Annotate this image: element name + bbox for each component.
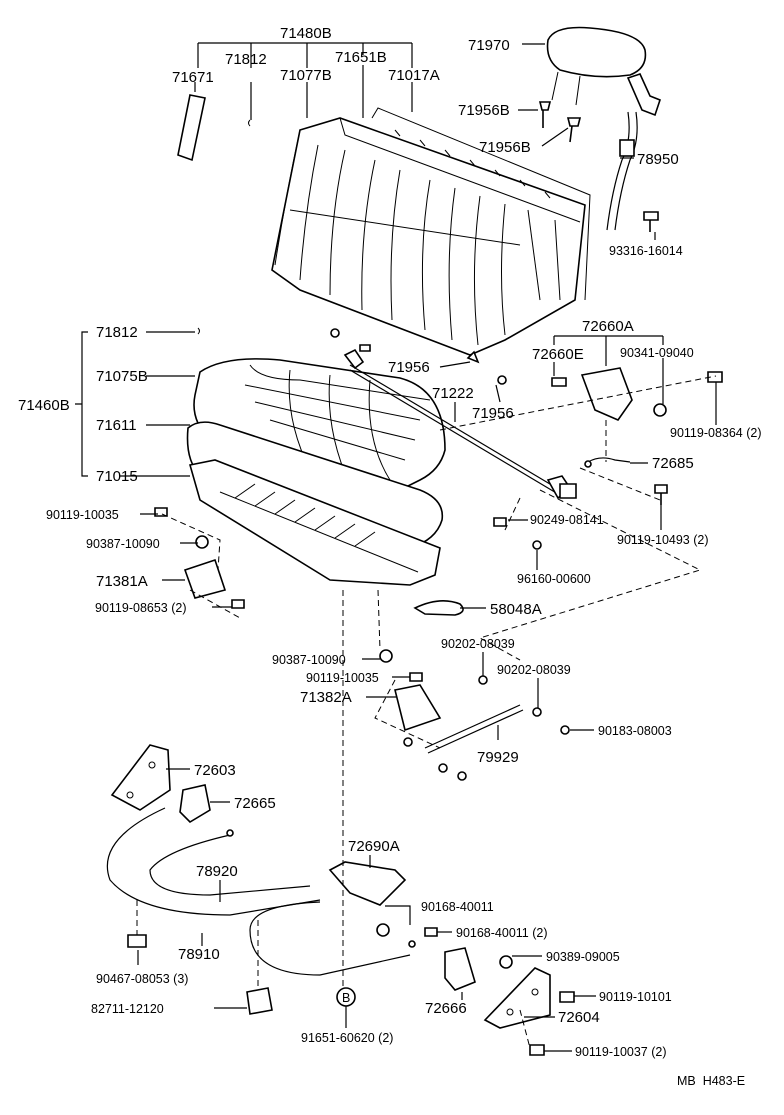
label-71611: 71611 xyxy=(96,417,137,434)
label-71382A: 71382A xyxy=(300,689,352,706)
label-90389-09005: 90389-09005 xyxy=(546,950,620,964)
bolt-93316 xyxy=(643,211,659,232)
seat-back xyxy=(271,107,591,356)
label-90119-10035-2: 90119-10035 xyxy=(306,671,379,685)
label-71017A: 71017A xyxy=(388,67,440,84)
label-71222: 71222 xyxy=(432,385,474,402)
label-71956-2: 71956 xyxy=(472,405,514,422)
leader-lines xyxy=(75,42,717,1052)
label-79929: 79929 xyxy=(477,749,519,766)
small-parts xyxy=(154,328,723,781)
label-B: B xyxy=(342,991,350,1005)
label-71381A: 71381A xyxy=(96,573,148,590)
label-71651B: 71651B xyxy=(335,49,387,66)
release-mechanism xyxy=(106,744,575,1056)
label-90341-09040: 90341-09040 xyxy=(620,346,694,360)
label-90168-40011-2: 90168-40011 (2) xyxy=(456,926,548,940)
label-71812-2: 71812 xyxy=(96,324,138,341)
label-90119-10035: 90119-10035 xyxy=(46,508,119,522)
clip-71812b xyxy=(197,327,200,335)
label-71075B: 71075B xyxy=(96,368,148,385)
label-90119-10493: 90119-10493 (2) xyxy=(617,533,709,547)
label-72660E: 72660E xyxy=(532,346,584,363)
label-96160-00600: 96160-00600 xyxy=(517,572,591,586)
label-90387-10090: 90387-10090 xyxy=(86,537,160,551)
label-72660A: 72660A xyxy=(582,318,634,335)
label-71956B-2: 71956B xyxy=(479,139,531,156)
cable-71222 xyxy=(343,348,577,500)
label-90183-08003: 90183-08003 xyxy=(598,724,672,738)
label-72685: 72685 xyxy=(652,455,694,472)
label-71812: 71812 xyxy=(225,51,267,68)
label-71956B-1: 71956B xyxy=(458,102,510,119)
label-90387-10090-2: 90387-10090 xyxy=(272,653,346,667)
label-90202-08039-2: 90202-08039 xyxy=(497,663,571,677)
label-90249-08141: 90249-08141 xyxy=(530,513,604,527)
label-71015: 71015 xyxy=(96,468,138,485)
label-82711-12120: 82711-12120 xyxy=(91,1002,164,1016)
label-93316-16014: 93316-16014 xyxy=(609,244,683,258)
label-71480B: 71480B xyxy=(280,25,332,42)
label-78920: 78920 xyxy=(196,863,238,880)
label-72666: 72666 xyxy=(425,1000,467,1017)
headrest xyxy=(546,26,647,106)
label-91651-60620: 91651-60620 (2) xyxy=(301,1031,393,1045)
label-72690A: 72690A xyxy=(348,838,400,855)
label-90119-10101: 90119-10101 xyxy=(599,990,672,1004)
label-71460B: 71460B xyxy=(18,397,70,414)
label-90467-08053: 90467-08053 (3) xyxy=(96,972,188,986)
label-71956-1: 71956 xyxy=(388,359,430,376)
label-71077B: 71077B xyxy=(280,67,332,84)
label-72665: 72665 xyxy=(234,795,276,812)
footer-code: MB H483-E xyxy=(677,1074,745,1088)
dashed-lines xyxy=(136,375,717,1049)
seat-cushion xyxy=(186,358,446,586)
label-90202-08039-1: 90202-08039 xyxy=(441,637,515,651)
label-58048A: 58048A xyxy=(490,601,542,618)
label-72603: 72603 xyxy=(194,762,236,779)
headrest-support xyxy=(538,101,582,143)
clip-71812 xyxy=(248,119,251,127)
label-90119-10037: 90119-10037 (2) xyxy=(575,1045,667,1059)
label-71970: 71970 xyxy=(468,37,510,54)
label-90168-40011-1: 90168-40011 xyxy=(421,900,494,914)
part-71671 xyxy=(177,94,206,162)
label-78950: 78950 xyxy=(637,151,679,168)
label-72604: 72604 xyxy=(558,1009,600,1026)
labels: 71480B 71812 71651B 71671 71077B 71017A … xyxy=(18,25,762,1088)
label-78910: 78910 xyxy=(178,946,220,963)
label-71671: 71671 xyxy=(172,69,214,86)
seat-belt xyxy=(606,73,661,231)
label-90119-08653: 90119-08653 (2) xyxy=(95,601,187,615)
label-90119-08364: 90119-08364 (2) xyxy=(670,426,762,440)
